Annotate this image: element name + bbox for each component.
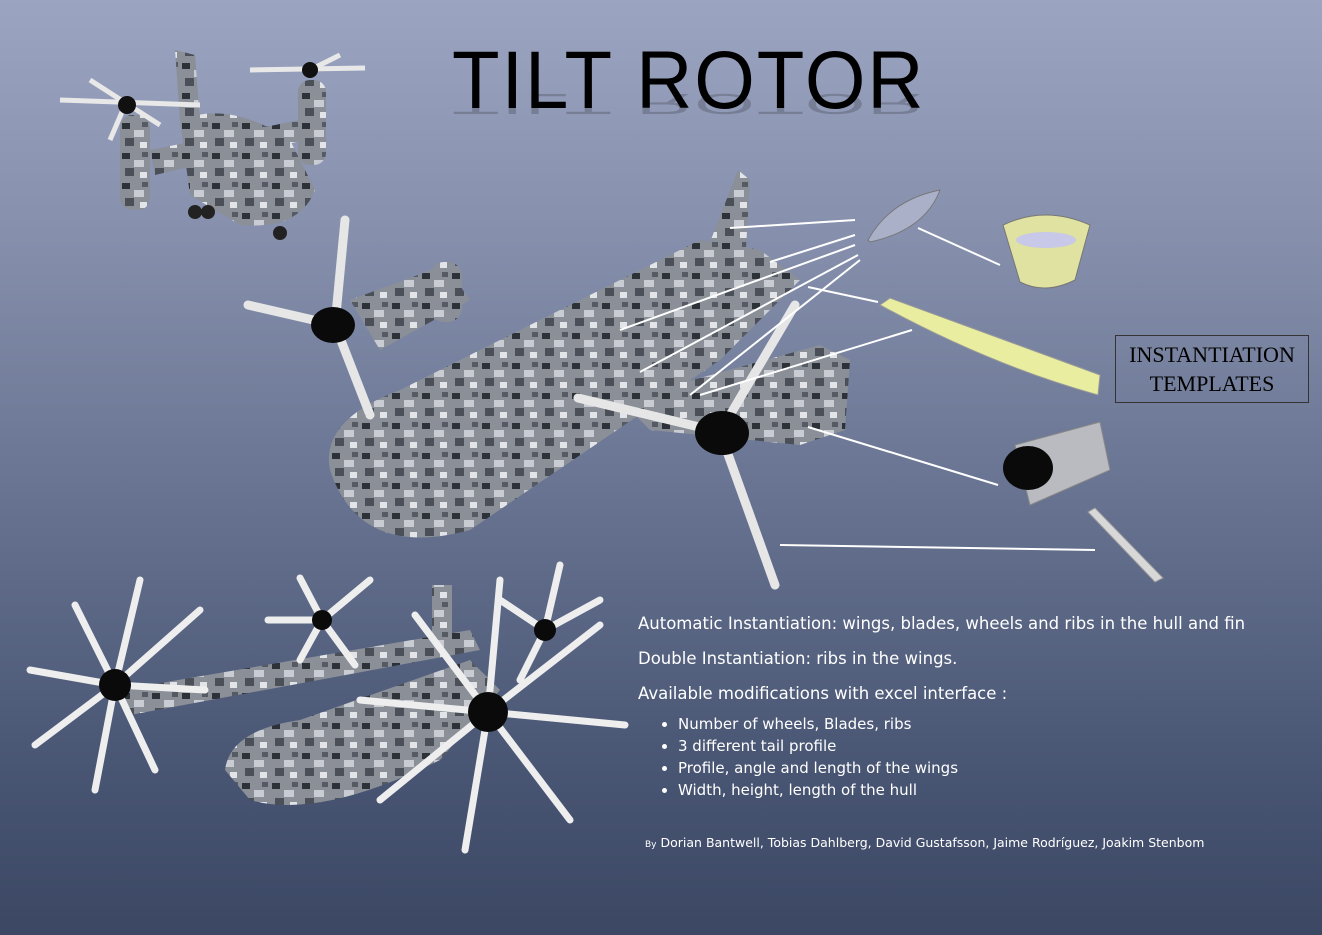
- instantiation-templates-label: INSTANTIATION TEMPLATES: [1115, 335, 1309, 403]
- automatic-instantiation: Automatic Instantiation: wings, blades, …: [638, 614, 1246, 633]
- double-instantiation: Double Instantiation: ribs in the wings.: [638, 649, 958, 668]
- authors-names: Dorian Bantwell, Tobias Dahlberg, David …: [660, 835, 1205, 850]
- list-item: Profile, angle and length of the wings: [678, 757, 1245, 779]
- template-parts: [867, 189, 1164, 583]
- aircraft-bottom: [26, 561, 629, 854]
- list-item: Width, height, length of the hull: [678, 779, 1245, 801]
- template-arrows: [619, 219, 1096, 551]
- list-item: Number of wheels, Blades, ribs: [678, 713, 1245, 735]
- list-item: 3 different tail profile: [678, 735, 1245, 757]
- authors: By Dorian Bantwell, Tobias Dahlberg, Dav…: [645, 835, 1204, 850]
- modifications-list: Number of wheels, Blades, ribs 3 differe…: [638, 713, 1245, 801]
- poster-title: TILT ROTOR: [452, 35, 926, 126]
- info-text: Automatic Instantiation: wings, blades, …: [638, 614, 1245, 801]
- templates-label-line2: TEMPLATES: [1149, 371, 1275, 396]
- templates-label-line1: INSTANTIATION: [1129, 342, 1295, 367]
- aircraft-main: [243, 170, 850, 590]
- modifications-heading: Available modifications with excel inter…: [638, 684, 1008, 703]
- authors-prefix: By: [645, 840, 657, 850]
- aircraft-top-left: [59, 50, 366, 240]
